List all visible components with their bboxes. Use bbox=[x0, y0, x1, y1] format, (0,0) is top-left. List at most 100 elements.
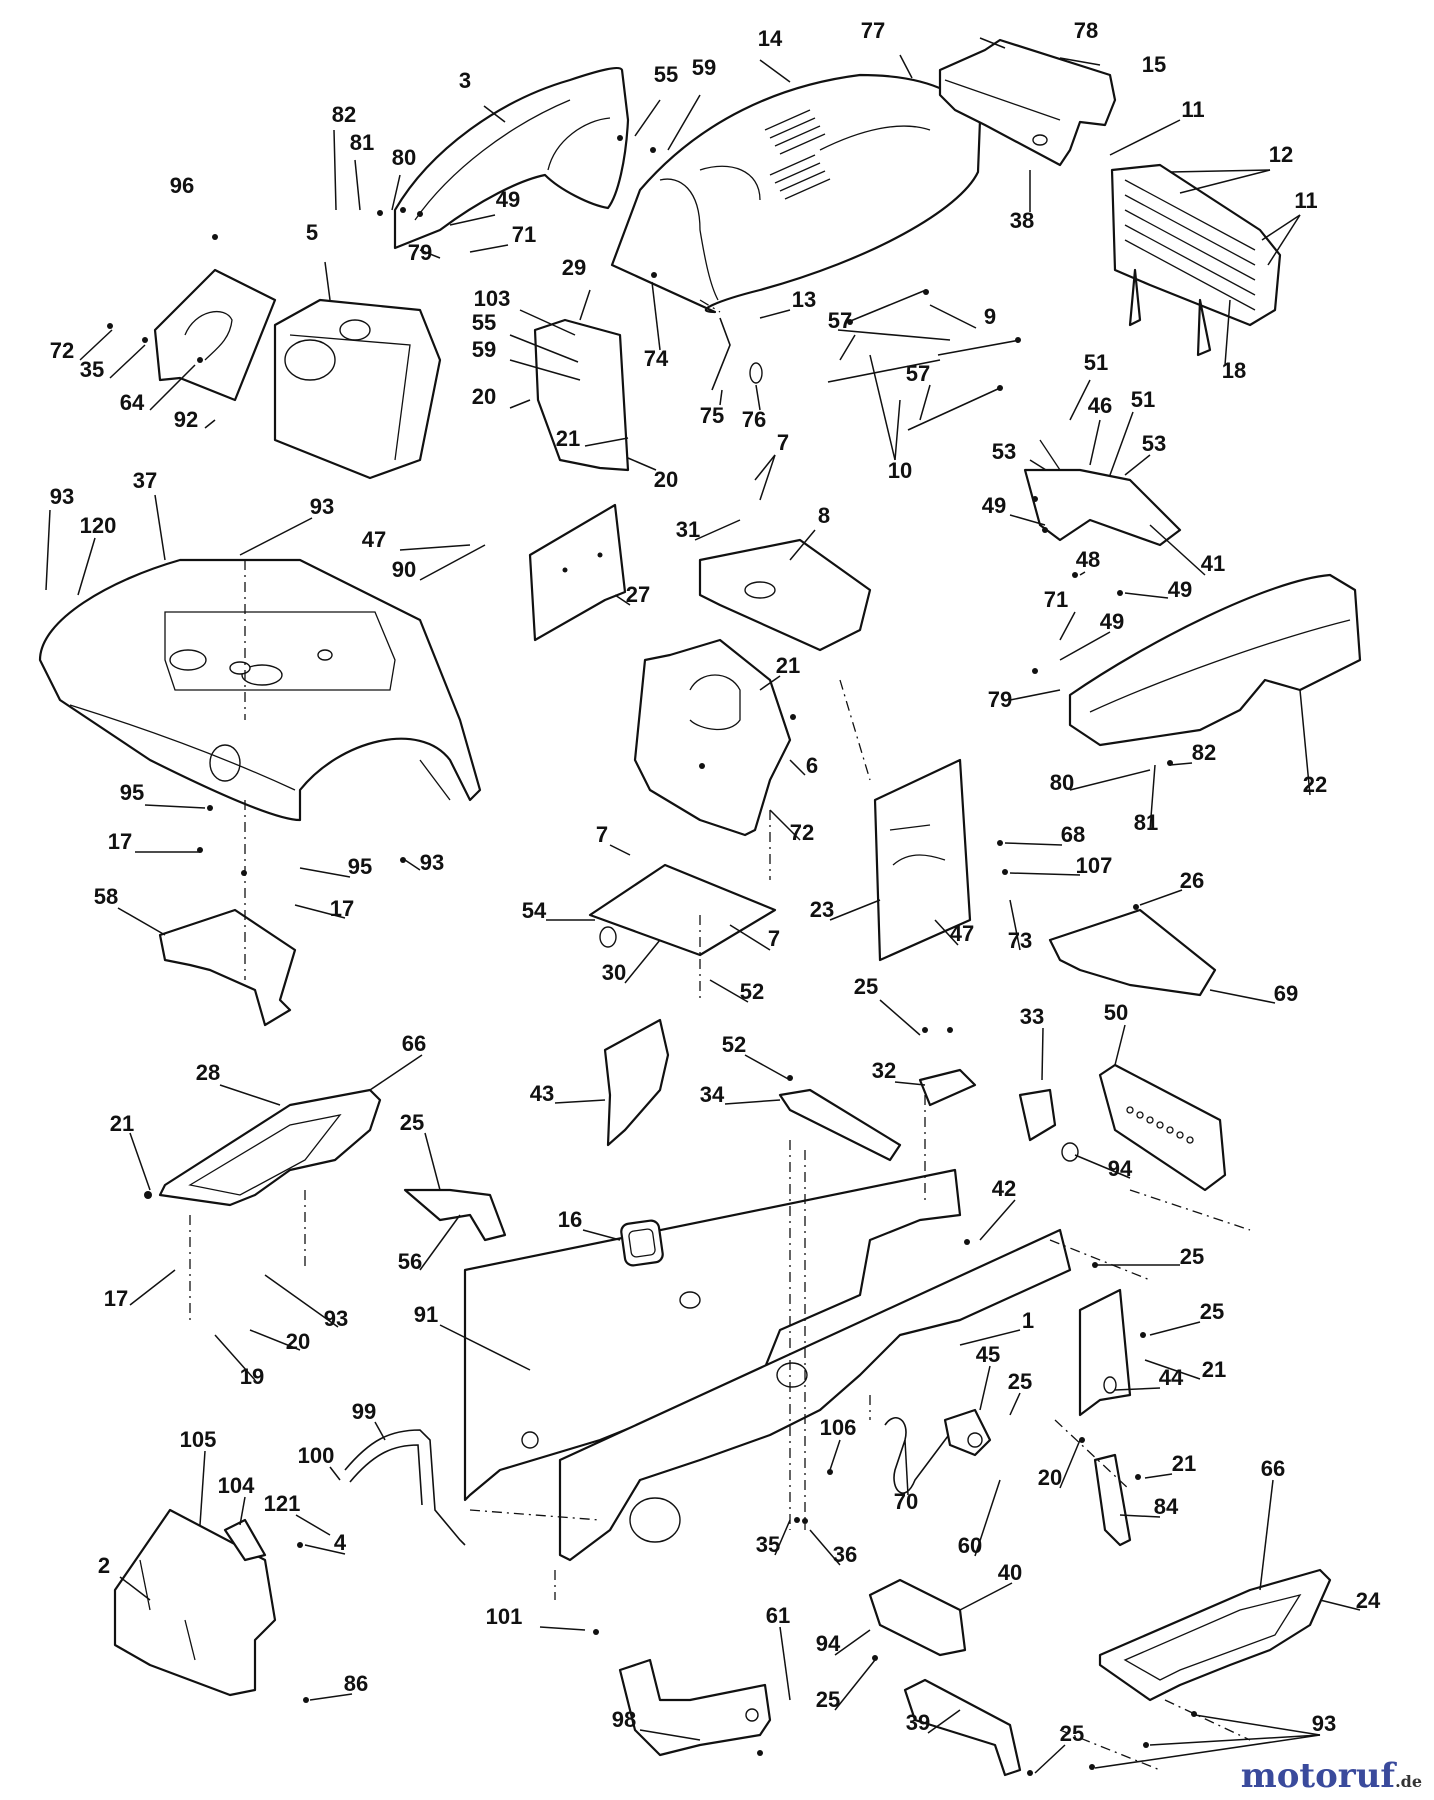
part-footrest-right bbox=[1098, 1568, 1332, 1702]
callout-23: 23 bbox=[810, 897, 834, 922]
callout-103: 103 bbox=[474, 286, 511, 311]
callout-25: 25 bbox=[1200, 1299, 1224, 1324]
callout-79: 79 bbox=[408, 240, 432, 265]
part-bracket-33 bbox=[1018, 1088, 1079, 1162]
callout-42: 42 bbox=[992, 1176, 1016, 1201]
callout-34: 34 bbox=[700, 1082, 725, 1107]
callout-68: 68 bbox=[1061, 822, 1085, 847]
part-front-bumper bbox=[1068, 573, 1362, 747]
callout-76: 76 bbox=[742, 407, 766, 432]
callout-60: 60 bbox=[958, 1533, 982, 1558]
callout-94: 94 bbox=[816, 1631, 841, 1656]
part-hood bbox=[610, 73, 982, 314]
callout-1: 1 bbox=[1022, 1308, 1034, 1333]
callout-93: 93 bbox=[1312, 1711, 1336, 1736]
part-lever-rod bbox=[344, 1429, 466, 1546]
callout-57: 57 bbox=[906, 361, 930, 386]
callout-47: 47 bbox=[362, 527, 386, 552]
callout-9: 9 bbox=[984, 304, 996, 329]
callout-35: 35 bbox=[756, 1532, 780, 1557]
callout-47: 47 bbox=[950, 921, 974, 946]
callout-82: 82 bbox=[332, 102, 356, 127]
callout-51: 51 bbox=[1131, 387, 1155, 412]
callout-100: 100 bbox=[298, 1443, 335, 1468]
part-clip-104 bbox=[223, 1518, 267, 1562]
callout-105: 105 bbox=[180, 1427, 217, 1452]
callout-32: 32 bbox=[872, 1058, 896, 1083]
callout-25: 25 bbox=[816, 1687, 840, 1712]
callout-15: 15 bbox=[1142, 52, 1166, 77]
callout-104: 104 bbox=[218, 1473, 255, 1498]
leader-lines bbox=[45, 37, 1361, 1774]
callout-2: 2 bbox=[98, 1553, 110, 1578]
part-bracket-98 bbox=[618, 1658, 772, 1757]
callout-25: 25 bbox=[1060, 1721, 1084, 1746]
part-fuel-bracket bbox=[633, 638, 792, 837]
callout-7: 7 bbox=[596, 822, 608, 847]
callout-77: 77 bbox=[861, 18, 885, 43]
callout-55: 55 bbox=[472, 310, 496, 335]
part-hinge-links bbox=[827, 289, 1021, 431]
callout-26: 26 bbox=[1180, 868, 1204, 893]
callout-43: 43 bbox=[530, 1081, 554, 1106]
part-body-shroud bbox=[38, 558, 482, 822]
callout-28: 28 bbox=[196, 1060, 220, 1085]
callout-39: 39 bbox=[906, 1710, 930, 1735]
callout-96: 96 bbox=[170, 173, 194, 198]
callout-72: 72 bbox=[790, 820, 814, 845]
callout-95: 95 bbox=[120, 780, 144, 805]
part-fender-left-upper bbox=[393, 66, 630, 250]
part-floor-plate bbox=[588, 863, 777, 957]
callout-25: 25 bbox=[854, 974, 878, 999]
part-grille-nose bbox=[938, 38, 1117, 167]
callout-79: 79 bbox=[988, 687, 1012, 712]
callout-78: 78 bbox=[1074, 18, 1098, 43]
callout-81: 81 bbox=[1134, 810, 1158, 835]
hardware-fasteners bbox=[107, 135, 1197, 1776]
part-dash-console bbox=[273, 298, 442, 480]
callout-50: 50 bbox=[1104, 1000, 1128, 1025]
callout-20: 20 bbox=[472, 384, 496, 409]
callout-55: 55 bbox=[654, 62, 678, 87]
callout-36: 36 bbox=[833, 1542, 857, 1567]
callout-64: 64 bbox=[120, 390, 145, 415]
callout-94: 94 bbox=[1108, 1156, 1133, 1181]
callout-93: 93 bbox=[420, 850, 444, 875]
callout-92: 92 bbox=[174, 407, 198, 432]
callout-6: 6 bbox=[806, 753, 818, 778]
callout-13: 13 bbox=[792, 287, 816, 312]
callout-40: 40 bbox=[998, 1560, 1022, 1585]
callout-81: 81 bbox=[350, 130, 374, 155]
callout-7: 7 bbox=[768, 926, 780, 951]
callout-17: 17 bbox=[108, 829, 132, 854]
callout-19: 19 bbox=[240, 1364, 264, 1389]
callout-11: 11 bbox=[1181, 97, 1204, 122]
callout-66: 66 bbox=[402, 1031, 426, 1056]
callout-95: 95 bbox=[348, 854, 372, 879]
callout-49: 49 bbox=[1100, 609, 1124, 634]
callout-61: 61 bbox=[766, 1603, 790, 1628]
part-bracket-45 bbox=[943, 1408, 992, 1457]
callout-11: 11 bbox=[1294, 188, 1317, 213]
callout-71: 71 bbox=[512, 222, 536, 247]
callout-17: 17 bbox=[104, 1286, 128, 1311]
callout-49: 49 bbox=[496, 187, 520, 212]
watermark-logo: motoruf.de bbox=[1241, 1756, 1422, 1796]
part-mounting-plate bbox=[113, 1508, 277, 1697]
callout-25: 25 bbox=[1180, 1244, 1204, 1269]
assembly-lines bbox=[189, 299, 1251, 1771]
callout-20: 20 bbox=[654, 467, 678, 492]
callout-59: 59 bbox=[692, 55, 716, 80]
part-frame-rail-left bbox=[463, 1168, 962, 1502]
callout-107: 107 bbox=[1076, 853, 1113, 878]
callout-53: 53 bbox=[1142, 431, 1166, 456]
callout-84: 84 bbox=[1154, 1494, 1179, 1519]
callout-69: 69 bbox=[1274, 981, 1298, 1006]
callout-70: 70 bbox=[894, 1489, 918, 1514]
part-frame-rail-right bbox=[558, 1228, 1072, 1562]
callout-3: 3 bbox=[459, 68, 471, 93]
part-bracket-56 bbox=[403, 1188, 507, 1242]
callout-53: 53 bbox=[992, 439, 1016, 464]
callout-49: 49 bbox=[1168, 577, 1192, 602]
